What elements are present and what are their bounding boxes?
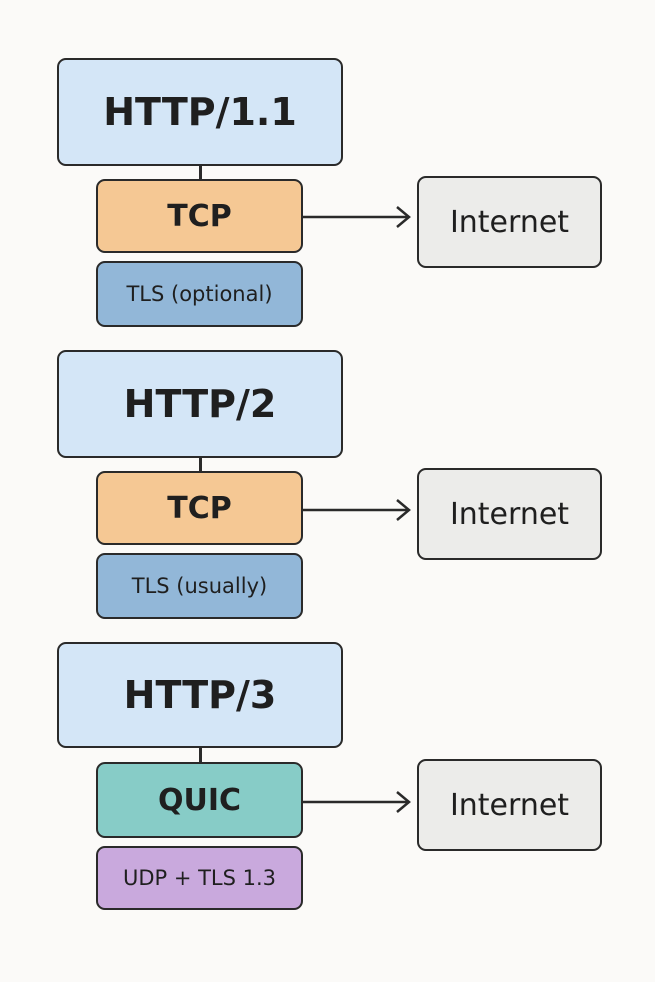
- http11-tcp-box: TCP: [96, 179, 303, 253]
- http11-tls-box: TLS (optional): [96, 261, 303, 327]
- http11-protocol-box: HTTP/1.1: [57, 58, 343, 166]
- http2-protocol-box: HTTP/2: [57, 350, 343, 458]
- http2-connector-line: [199, 457, 202, 472]
- http2-internet-box: Internet: [417, 468, 602, 560]
- http2-tcp-label: TCP: [167, 490, 232, 526]
- http2-label: HTTP/2: [123, 382, 277, 426]
- http2-tls-box: TLS (usually): [96, 553, 303, 619]
- http3-internet-label: Internet: [449, 787, 570, 823]
- http3-connector-line: [199, 747, 202, 763]
- http3-quic-label: QUIC: [157, 782, 242, 818]
- http2-tcp-box: TCP: [96, 471, 303, 545]
- http2-arrow-icon: [303, 499, 411, 521]
- http3-protocol-box: HTTP/3: [57, 642, 343, 748]
- http2-tls-label: TLS (usually): [131, 574, 268, 598]
- http11-arrow-icon: [303, 206, 411, 228]
- http11-connector-line: [199, 165, 202, 180]
- http3-quic-box: QUIC: [96, 762, 303, 838]
- http11-tls-label: TLS (optional): [126, 282, 273, 306]
- http3-arrow-icon: [303, 791, 411, 813]
- http3-udp-tls-box: UDP + TLS 1.3: [96, 846, 303, 910]
- http11-internet-label: Internet: [449, 204, 570, 240]
- http11-internet-box: Internet: [417, 176, 602, 268]
- http3-udp-tls-label: UDP + TLS 1.3: [122, 866, 277, 890]
- http2-internet-label: Internet: [449, 496, 570, 532]
- http3-label: HTTP/3: [123, 673, 277, 717]
- http3-internet-box: Internet: [417, 759, 602, 851]
- http11-tcp-label: TCP: [167, 198, 232, 234]
- http11-label: HTTP/1.1: [103, 90, 297, 134]
